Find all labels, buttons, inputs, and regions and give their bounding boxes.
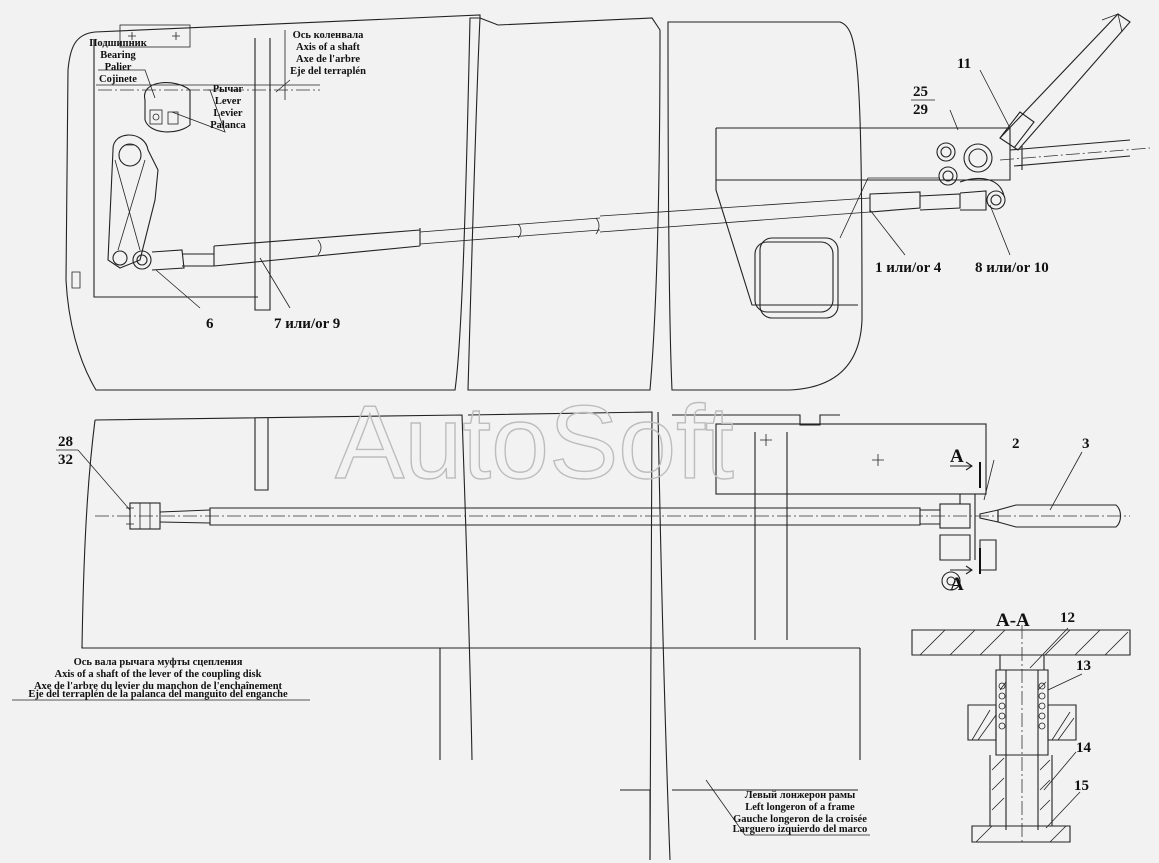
callout-25: 25 (913, 84, 928, 100)
callout-32: 32 (58, 452, 73, 468)
sleeve-14 (989, 755, 1053, 827)
rod-bottom (209, 507, 921, 526)
cab-panel-left (65, 14, 481, 391)
shaft-3 (997, 504, 1122, 528)
callout-28: 28 (58, 434, 73, 450)
section-marker-bottom: A (950, 574, 964, 595)
bearing-block (119, 24, 191, 48)
frame-member (620, 789, 858, 860)
clutch-axis-es: Eje del terraplén de la palanca del mang… (28, 689, 288, 700)
crankshaft-axis-ru: Ось коленвала (293, 30, 365, 41)
pedal-bracket (716, 127, 1011, 181)
lever-sketch (144, 82, 191, 133)
clutch-lever-axis-label: Ось вала рычага муфты сцепления Axis of … (28, 657, 288, 700)
steering-column (999, 13, 1131, 151)
top-view (65, 13, 1151, 391)
clutch-axis-fr: Axe de l'arbre du levier du manchon de l… (34, 681, 283, 692)
watermark: AutoSoft (335, 385, 734, 501)
callout-12: 12 (1060, 610, 1075, 626)
callout-1-4: 1 или/or 4 (875, 260, 942, 276)
crankshaft-axis-label: Ось коленвала Axis of a shaft Axe de l'a… (290, 30, 366, 77)
lever-label-ru: Рычаг (213, 84, 244, 95)
nut-15 (971, 825, 1071, 843)
bearing-label-en: Bearing (100, 50, 136, 61)
callout-6: 6 (206, 316, 214, 332)
frame-member-label: Левый лонжерон рамы Left longeron of a f… (733, 790, 868, 835)
crankshaft-axis-es: Eje del terraplén (290, 66, 366, 77)
lever-arm (107, 134, 159, 269)
cab-panel-right (667, 21, 863, 391)
rod-end-left (129, 502, 161, 530)
cab-panel-middle (467, 17, 661, 391)
callout-2: 2 (1012, 436, 1020, 452)
crankshaft-axis-fr: Axe de l'arbre (296, 54, 360, 65)
frame-label-en: Left longeron of a frame (745, 802, 855, 813)
bearing-label-es: Cojinete (99, 74, 137, 85)
engine-outline (93, 40, 258, 298)
bearing-label-ru: Подшипник (89, 38, 147, 49)
bearing-label: Подшипник Bearing Palier Cojinete (89, 38, 147, 85)
callout-8-10: 8 или/or 10 (975, 260, 1049, 276)
frame-label-es: Larguero izquierdo del marco (733, 824, 868, 835)
callout-7-9: 7 или/or 9 (274, 316, 340, 332)
cab-bottom-left (81, 414, 860, 761)
frame-label-fr: Gauche longeron de la croisée (733, 814, 867, 825)
crankshaft-housing (254, 38, 271, 311)
rod-7 (182, 228, 421, 267)
lever-label-es: Palanca (210, 120, 246, 131)
section-aa (911, 625, 1131, 843)
callout-13: 13 (1076, 658, 1091, 674)
bearing-label-fr: Palier (105, 62, 132, 73)
clutch-axis-ru: Ось вала рычага муфты сцепления (74, 657, 243, 668)
clutch-bracket (715, 423, 987, 495)
callout-11: 11 (957, 56, 971, 72)
lever-label-en: Lever (215, 96, 242, 107)
callout-14: 14 (1076, 740, 1092, 756)
lever-label: Рычаг Lever Levier Palanca (210, 84, 246, 131)
pedal-pad (759, 237, 839, 319)
cab-bottom-right (467, 411, 671, 861)
frame-label-ru: Левый лонжерон рамы (745, 790, 856, 801)
crankshaft-axis-en: Axis of a shaft (296, 42, 360, 53)
section-title: A-A (996, 610, 1030, 631)
section-marker-top: A (950, 446, 964, 467)
left-tab (71, 271, 81, 289)
callout-15: 15 (1074, 778, 1089, 794)
callout-3: 3 (1082, 436, 1090, 452)
bottom-view (12, 411, 1130, 861)
clutch-axis-en: Axis of a shaft of the lever of the coup… (55, 669, 262, 680)
spring-13 (998, 682, 1046, 730)
callout-29: 29 (913, 102, 928, 118)
lever-label-fr: Levier (213, 108, 242, 119)
